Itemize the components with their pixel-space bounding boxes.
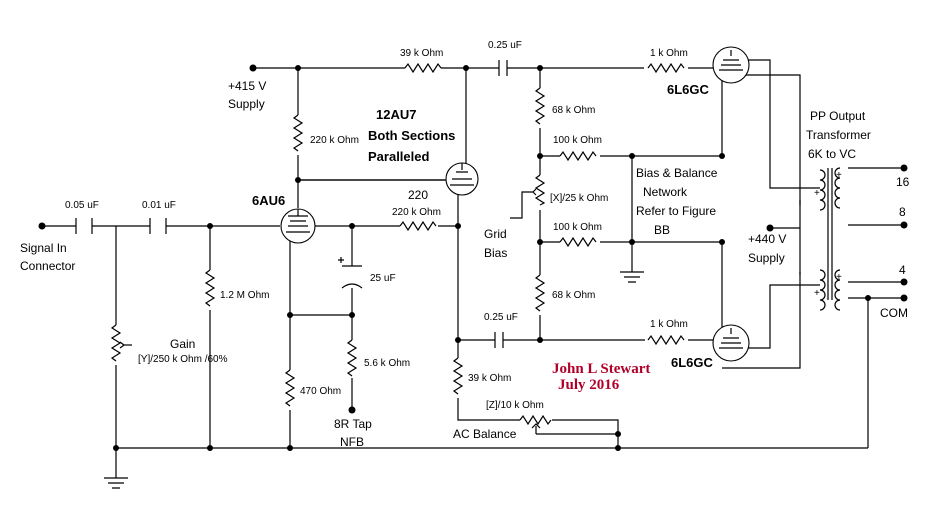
output-supply-label: Supply: [748, 251, 785, 265]
tap-16-label: 16: [896, 175, 910, 189]
tube-6au6-label: 6AU6: [252, 193, 285, 208]
author-name: John L Stewart: [552, 361, 650, 377]
tap-8-label: 8: [899, 205, 906, 219]
nfb-label: NFB: [340, 435, 364, 449]
tap-4-label: 4: [899, 263, 906, 277]
pot25k-label: [X]/25 k Ohm: [550, 193, 608, 204]
author-date: July 2016: [558, 377, 620, 393]
r1-2m-label: 1.2 M Ohm: [220, 290, 269, 301]
r5-6k-label: 5.6 k Ohm: [364, 358, 410, 369]
c005-label: 0.05 uF: [65, 200, 99, 211]
b-plus-voltage: +415 V: [228, 79, 266, 93]
transformer-line2: Transformer: [806, 128, 871, 142]
ac-balance-label: AC Balance: [453, 427, 517, 441]
b-plus-label: Supply: [228, 97, 265, 111]
phase-mark-4: +: [836, 272, 842, 283]
output-transformer-symbol: [819, 167, 841, 311]
r470-label: 470 Ohm: [300, 386, 341, 397]
r1k-bottom-label: 1 k Ohm: [650, 319, 688, 330]
grid-bias-label: Grid: [484, 227, 507, 241]
tube-12au7-symbol: [445, 162, 479, 196]
r100k-bottom-label: 100 k Ohm: [553, 222, 602, 233]
r220-label: 220: [408, 188, 428, 202]
phase-mark-2: +: [836, 170, 842, 181]
signal-in-connector: Connector: [20, 259, 75, 273]
tube-6l6gc-top-symbol: [712, 46, 750, 84]
bias-network-line1: Bias & Balance: [636, 166, 718, 180]
bias-network-line2: Network: [643, 185, 688, 199]
gain-value: [Y]/250 k Ohm /60%: [138, 354, 228, 365]
capacitor-symbols: [75, 60, 508, 348]
r100k-top-label: 100 k Ohm: [553, 135, 602, 146]
tube-6l6gc-top-label: 6L6GC: [667, 82, 710, 97]
pot10k-label: [Z]/10 k Ohm: [486, 400, 544, 411]
tube-6l6gc-bottom-symbol: [712, 324, 750, 362]
tube-12au7-label: 12AU7: [376, 107, 416, 122]
tube-12au7-note1: Both Sections: [368, 128, 455, 143]
r68k-top-label: 68 k Ohm: [552, 105, 595, 116]
r220k-grid-label: 220 k Ohm: [392, 207, 441, 218]
tube-6l6gc-bottom-label: 6L6GC: [671, 355, 714, 370]
tube-12au7-note2: Paralleled: [368, 149, 429, 164]
c001-label: 0.01 uF: [142, 200, 176, 211]
grid-bias-label-2: Bias: [484, 246, 507, 260]
junctions: [38, 64, 908, 451]
gain-label: Gain: [170, 337, 195, 351]
r220k-plate-label: 220 k Ohm: [310, 135, 359, 146]
signal-in-label: Signal In: [20, 241, 67, 255]
output-supply-voltage: +440 V: [748, 232, 786, 246]
ground-symbols: [104, 271, 644, 489]
phase-mark-3: +: [814, 288, 820, 299]
r39k-top-label: 39 k Ohm: [400, 48, 443, 59]
c025-bottom-label: 0.25 uF: [484, 312, 518, 323]
tap-com-label: COM: [880, 306, 908, 320]
r1k-top-label: 1 k Ohm: [650, 48, 688, 59]
r39k-bottom-label: 39 k Ohm: [468, 373, 511, 384]
phase-mark-1: +: [814, 188, 820, 199]
tube-6au6-symbol: [280, 208, 316, 244]
r68k-bottom-label: 68 k Ohm: [552, 290, 595, 301]
resistor-symbols: [110, 62, 685, 435]
labels: John L Stewart July 2016 12AU7 Both Sect…: [20, 40, 910, 449]
transformer-line1: PP Output: [810, 109, 866, 123]
bias-network-line3: Refer to Figure: [636, 204, 716, 218]
c25-label: 25 uF: [370, 273, 396, 284]
transformer-line3: 6K to VC: [808, 147, 856, 161]
wiring: [42, 59, 904, 478]
c025-top-label: 0.25 uF: [488, 40, 522, 51]
nfb-tap-label: 8R Tap: [334, 417, 372, 431]
bias-network-line4: BB: [654, 223, 670, 237]
